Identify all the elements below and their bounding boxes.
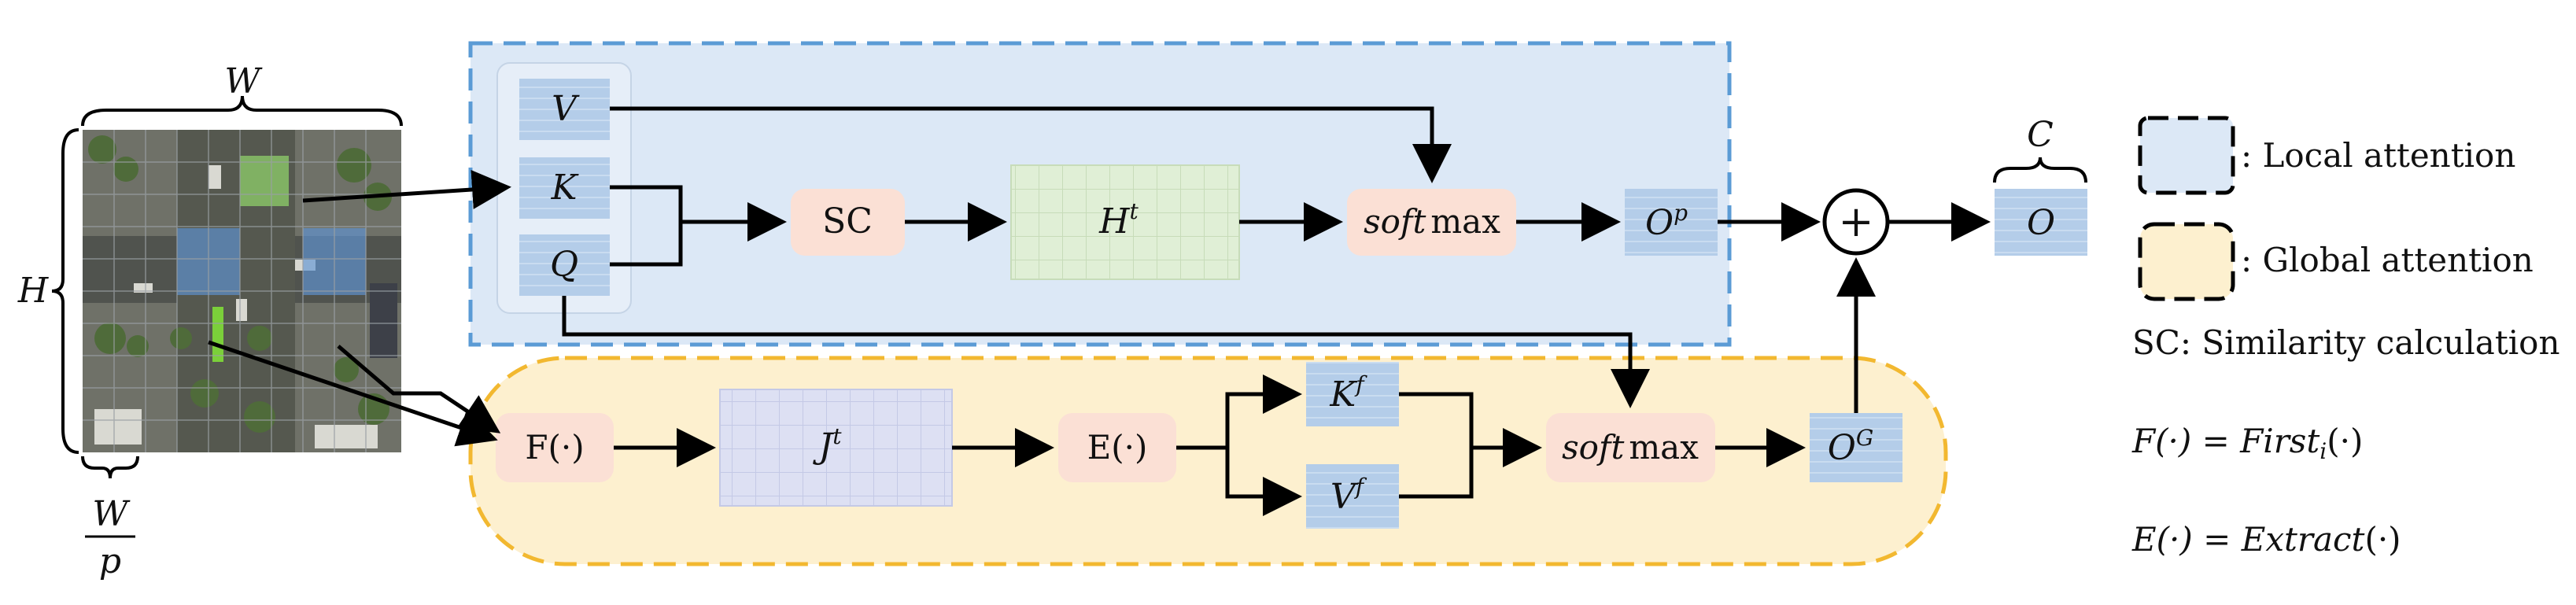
svg-text:V: V [552, 89, 580, 129]
height-brace [51, 128, 79, 454]
svg-text:O: O [2027, 203, 2055, 243]
c-brace [1993, 157, 2087, 183]
kf-token: Kf [1306, 362, 1399, 426]
svg-text:K: K [551, 168, 579, 208]
svg-text:+: + [1838, 197, 1873, 246]
svg-text:: Local attention: : Local attention [2241, 136, 2515, 175]
k-token: K [519, 157, 610, 219]
f-box: F(·) [496, 413, 614, 482]
svg-text:F(·): F(·) [525, 428, 584, 467]
ht-matrix: Ht [1010, 164, 1240, 280]
svg-text:SC: SC [822, 201, 873, 242]
vf-token: Vf [1306, 464, 1399, 529]
output-token: O [1995, 189, 2087, 256]
patch-num: W [92, 494, 131, 534]
og-token: OG [1810, 413, 1902, 482]
q-token: Q [519, 234, 610, 296]
width-label: W [224, 61, 263, 101]
legend-sc-definition: SC: Similarity calculation [2132, 323, 2560, 362]
svg-text:Q: Q [550, 245, 578, 285]
svg-text:OG: OG [1828, 425, 1873, 468]
c-label: C [2027, 115, 2054, 155]
jt-matrix: Jt [719, 389, 953, 507]
legend-e-definition: E(·) = Extract(·) [2131, 520, 2401, 559]
legend-local: : Local attention [2138, 116, 2515, 195]
sum-node: + [1822, 188, 1890, 256]
patch-brace [81, 456, 139, 479]
patch-den: p [99, 541, 121, 581]
height-label: H [17, 271, 50, 311]
legend-f-definition: F(·) = Firsti(·) [2131, 422, 2363, 464]
svg-text:Kf: Kf [1329, 371, 1367, 415]
svg-text:: Global attention: : Global attention [2241, 241, 2534, 279]
op-token: Op [1625, 189, 1718, 256]
svg-text:E(·): E(·) [1087, 428, 1148, 467]
width-brace [81, 95, 403, 127]
svg-text:Ht: Ht [1098, 198, 1139, 242]
v-token: V [519, 79, 610, 140]
connector-arrows [208, 106, 1991, 516]
e-box: E(·) [1058, 413, 1176, 482]
svg-text:Op: Op [1645, 200, 1688, 243]
global-attention-region [468, 356, 1948, 566]
aerial-image [83, 130, 401, 452]
legend-global: : Global attention [2138, 222, 2534, 301]
sc-box: SC [791, 189, 905, 256]
